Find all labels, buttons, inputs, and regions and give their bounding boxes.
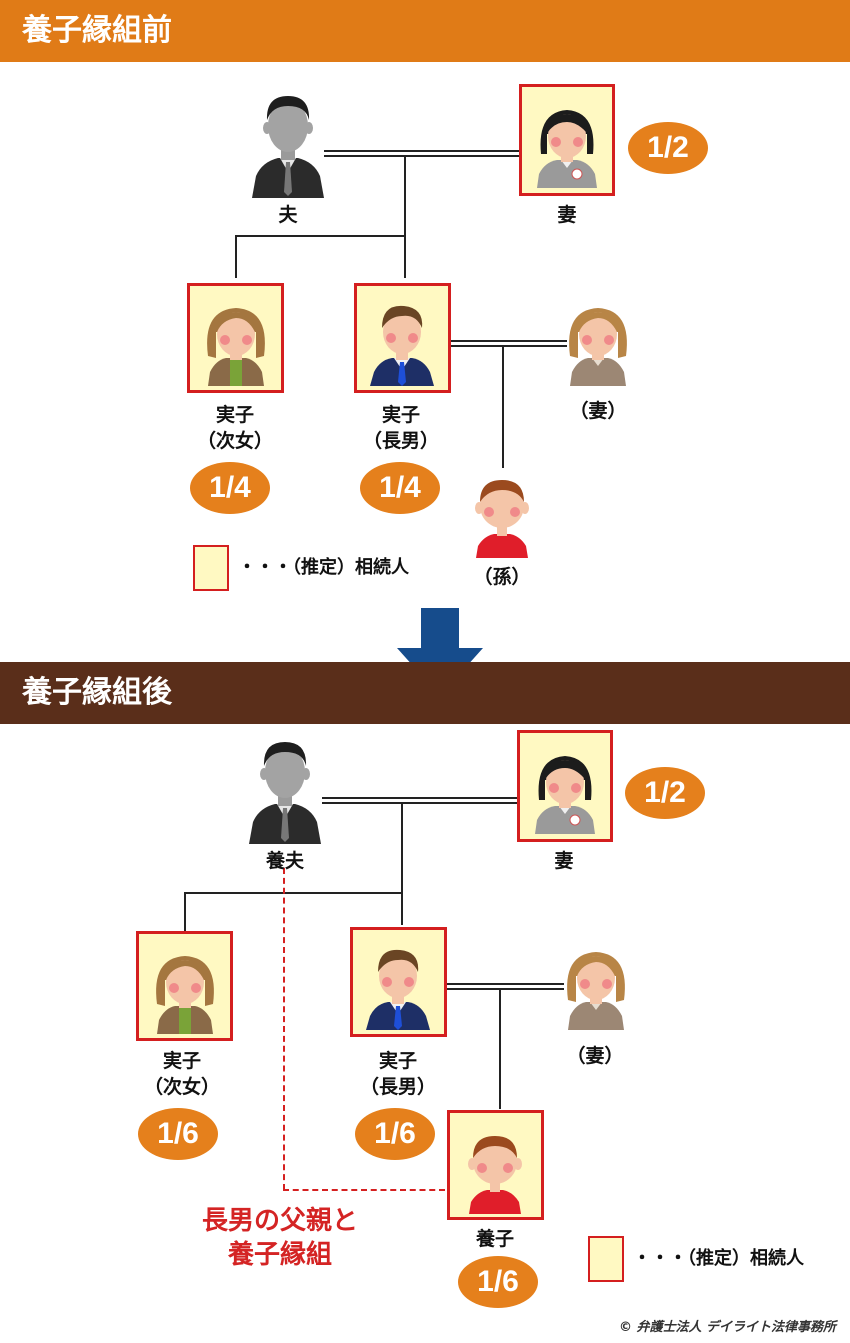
marriage-line-bottom-after [322, 802, 518, 804]
adoption-note-line-1: 長男の父親と [201, 1206, 358, 1236]
daughter-label-1: 実子 [215, 404, 254, 426]
son-label-1-after: 実子 [378, 1050, 417, 1072]
legend-box-before [193, 545, 229, 591]
adoption-note-line-2: 養子縁組 [227, 1240, 332, 1270]
legend-box-after [588, 1236, 624, 1282]
son-wife-label: （妻） [569, 400, 627, 422]
daughter-label-2: （次女） [196, 430, 273, 452]
son-wife-figure-after [556, 940, 636, 1030]
adoptive-father-figure [245, 734, 325, 844]
adopted-line-v-after [499, 989, 501, 1109]
daughter-figure [196, 296, 276, 386]
son-label-1: 実子 [381, 404, 420, 426]
wife-share-badge-after: 1/2 [625, 767, 705, 819]
family-line-v-after [401, 803, 403, 925]
banner-after-title: 養子縁組後 [22, 675, 172, 710]
banner-after: 養子縁組後 [0, 662, 850, 724]
daughter-line-v-after [184, 892, 186, 932]
down-arrow-icon [397, 608, 483, 696]
wife-share-badge: 1/2 [628, 122, 708, 174]
grandson-label: （孫） [473, 566, 531, 588]
son-share-badge-after: 1/6 [355, 1108, 435, 1160]
daughter-label-2-after: （次女） [143, 1076, 220, 1098]
children-line-h-after [184, 892, 403, 894]
son-marriage-line-bottom [451, 345, 567, 347]
banner-before-title: 養子縁組前 [22, 13, 172, 48]
adopted-share-badge: 1/6 [458, 1256, 538, 1308]
wife-label-after: 妻 [554, 850, 574, 872]
adopted-label: 養子 [475, 1228, 514, 1250]
wife-figure-after [525, 744, 605, 834]
adopted-child-figure [455, 1124, 535, 1214]
son-marriage-line-top [451, 340, 567, 342]
daughter-figure-after [145, 944, 225, 1034]
adoptive-father-label: 養夫 [265, 850, 304, 872]
legend-text-after: ・・・（推定）相続人 [633, 1248, 804, 1269]
adoption-dashed-line-h [283, 1189, 445, 1191]
son-label-2-after: （長男） [359, 1076, 436, 1098]
daughter-share-badge: 1/4 [190, 462, 270, 514]
son-figure-after [358, 940, 438, 1030]
family-line-v [404, 156, 406, 278]
copyright-text: © 弁護士法人 デイライト法律事務所 [618, 1320, 836, 1335]
adoption-dashed-line-v [283, 868, 285, 1190]
marriage-line-top [324, 150, 520, 152]
daughter-line-v [235, 235, 237, 278]
children-line-h [235, 235, 406, 237]
daughter-share-badge-after: 1/6 [138, 1108, 218, 1160]
husband-figure [248, 88, 328, 198]
son-share-badge: 1/4 [360, 462, 440, 514]
legend-text-before: ・・・（推定）相続人 [238, 557, 409, 578]
son-wife-label-after: （妻） [566, 1045, 624, 1067]
daughter-label-1-after: 実子 [162, 1050, 201, 1072]
husband-label: 夫 [278, 204, 298, 226]
son-label-2: （長男） [362, 430, 439, 452]
son-marriage-line-top-after [446, 983, 564, 985]
banner-before: 養子縁組前 [0, 0, 850, 62]
son-marriage-line-bottom-after [446, 988, 564, 990]
marriage-line-bottom [324, 155, 520, 157]
grandson-figure [462, 468, 542, 558]
wife-figure [527, 98, 607, 188]
wife-label: 妻 [557, 204, 577, 226]
son-figure [362, 296, 442, 386]
grandson-line-v [502, 346, 504, 468]
marriage-line-top-after [322, 797, 518, 799]
son-wife-figure [558, 296, 638, 386]
